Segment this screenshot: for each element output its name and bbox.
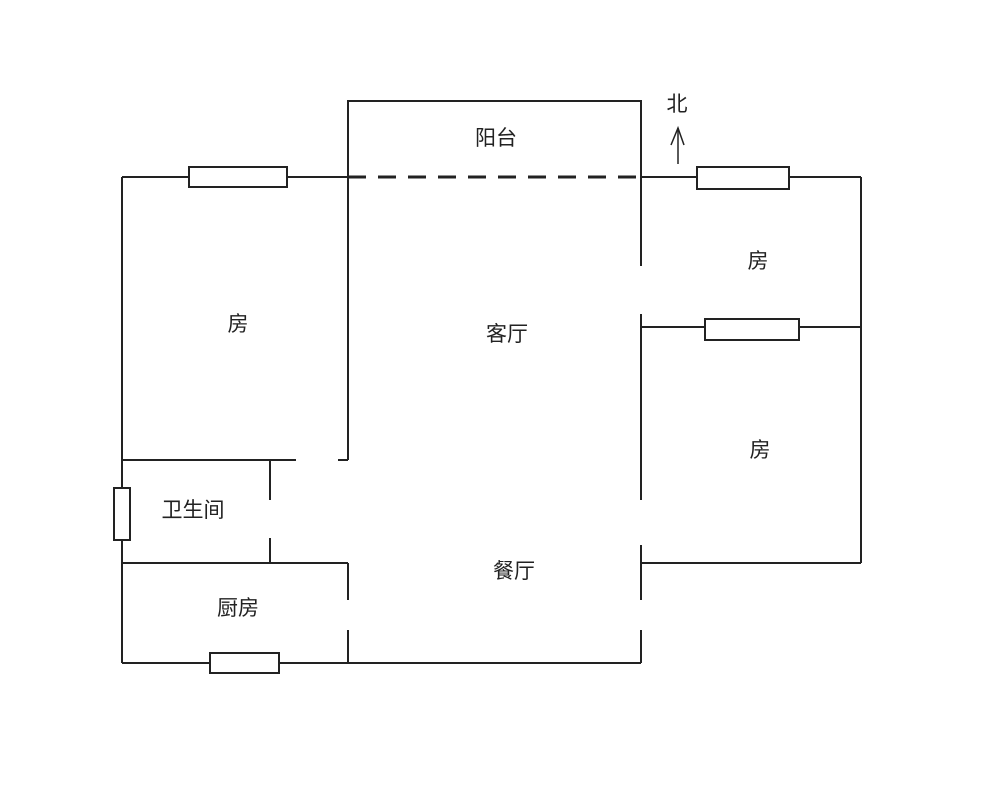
window	[188, 166, 288, 188]
room-label-bedroom-southeast: 房	[749, 438, 771, 462]
north-arrow-icon	[670, 125, 685, 164]
room-label-bathroom: 卫生间	[161, 498, 225, 522]
window	[704, 318, 800, 341]
window	[696, 166, 790, 190]
walls	[121, 100, 862, 664]
balcony-wall	[347, 100, 642, 177]
room-label-kitchen: 厨房	[217, 596, 259, 620]
room-label-bedroom-northeast: 房	[747, 249, 769, 273]
north-label: 北	[666, 92, 688, 116]
windows	[113, 166, 800, 674]
room-label-living-room: 客厅	[486, 322, 528, 346]
room-label-dining-room: 餐厅	[493, 559, 535, 583]
window	[209, 652, 280, 674]
window	[113, 487, 131, 541]
room-label-balcony: 阳台	[475, 126, 517, 150]
room-label-bedroom-west: 房	[227, 312, 249, 336]
